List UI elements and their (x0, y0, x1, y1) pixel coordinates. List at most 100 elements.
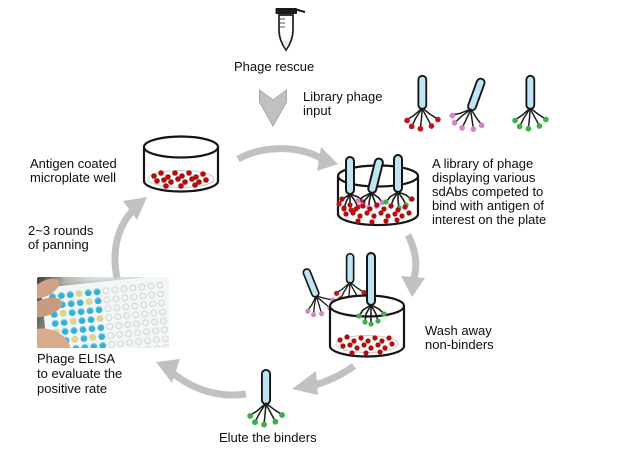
elisa-well (88, 324, 96, 333)
elisa-well (93, 287, 101, 296)
bound-phage-pink-icon (355, 157, 385, 211)
wash-step-icon (289, 252, 406, 358)
elisa-well (87, 315, 95, 324)
elisa-well (144, 345, 153, 348)
library-input-arrow-icon (259, 89, 287, 128)
elute-binders-label: Elute the binders (219, 430, 317, 445)
elisa-well (105, 313, 113, 322)
library-phage-input-label: Library phage input (303, 89, 383, 118)
phage-elisa-label: Phage ELISA to evaluate the positive rat… (37, 351, 123, 396)
elisa-well (95, 305, 103, 314)
elisa-well (103, 295, 111, 304)
elisa-well (161, 334, 169, 343)
elisa-well (135, 346, 144, 348)
elisa-well (123, 320, 132, 329)
phage-green-icon (511, 74, 550, 133)
elisa-well (69, 317, 77, 326)
elisa-well (132, 319, 141, 328)
elisa-well (121, 294, 129, 302)
elisa-well (97, 323, 105, 332)
elisa-well (139, 301, 148, 309)
elisa-well (102, 286, 110, 295)
elisa-well (142, 327, 151, 336)
binding-description-label: A library of phage displaying various sd… (432, 156, 547, 227)
elisa-well (162, 343, 169, 348)
elisa-well (107, 340, 116, 348)
phage-pink-icon (444, 72, 501, 139)
arrow-to-binding-icon (236, 145, 338, 171)
elisa-well (152, 335, 161, 344)
elisa-well (116, 339, 125, 348)
elisa-well (151, 326, 160, 335)
elisa-well (61, 327, 69, 336)
elisa-well (129, 284, 137, 292)
elisa-plate-photo (37, 277, 169, 348)
elisa-well (148, 300, 157, 308)
elisa-well (79, 325, 87, 334)
elisa-well (157, 299, 166, 307)
bound-phage-green-icon (356, 252, 387, 327)
elisa-well (106, 331, 115, 340)
elisa-well (75, 289, 84, 298)
elisa-well (85, 297, 93, 306)
elisa-well (89, 333, 97, 342)
elisa-well (111, 285, 119, 294)
elisa-well (149, 309, 158, 317)
elisa-well (121, 302, 130, 311)
antigen-coated-well-icon (142, 135, 220, 193)
elisa-well (146, 282, 155, 290)
elisa-well (133, 328, 142, 337)
arrow-to-elute-icon (292, 363, 357, 395)
elisa-well (104, 304, 112, 313)
elisa-well (112, 294, 120, 303)
elisa-well (153, 344, 162, 348)
elisa-well (113, 303, 121, 312)
elisa-well (141, 318, 150, 327)
elisa-well (143, 336, 152, 345)
elisa-well (59, 309, 68, 318)
elisa-well (138, 283, 146, 291)
panning-rounds-label: 2~3 rounds of panning (28, 223, 94, 252)
elisa-well (131, 310, 140, 319)
elisa-well (60, 318, 68, 327)
elisa-well (71, 335, 79, 344)
elisa-well (158, 308, 167, 316)
elisa-well (113, 312, 122, 321)
elisa-well (72, 344, 80, 348)
binding-well-icon (336, 154, 420, 227)
elisa-well (97, 332, 106, 341)
microcentrifuge-tube-icon (275, 8, 306, 52)
elisa-well (80, 334, 88, 343)
elisa-well (156, 290, 165, 298)
elisa-well (67, 299, 76, 308)
elisa-well (124, 329, 133, 338)
elisa-well (78, 316, 86, 325)
elisa-well (76, 298, 84, 307)
elisa-well (84, 288, 93, 297)
elisa-well (125, 338, 134, 347)
elisa-well (140, 310, 149, 318)
elisa-well (86, 306, 94, 315)
antigen-dots (339, 196, 415, 225)
elisa-well (122, 311, 131, 320)
elisa-well (120, 285, 128, 293)
elisa-well (89, 342, 98, 348)
antigen-coated-label: Antigen coated microplate well (30, 156, 117, 185)
elisa-well (138, 292, 147, 300)
arrow-repeat-panning-icon (111, 197, 147, 279)
wash-away-label: Wash away non-binders (425, 323, 494, 352)
elisa-well (134, 337, 143, 346)
elisa-well (147, 291, 156, 299)
phage-red-icon (403, 74, 442, 133)
elisa-well (130, 302, 139, 310)
elisa-well (159, 317, 168, 325)
elisa-well (160, 326, 169, 334)
elisa-well (68, 308, 76, 317)
elisa-well (66, 290, 75, 299)
elisa-well (98, 341, 107, 348)
elisa-well (51, 319, 60, 328)
arrow-to-elisa-icon (156, 359, 247, 399)
elisa-well (96, 314, 104, 323)
antigen-dots (151, 170, 209, 189)
